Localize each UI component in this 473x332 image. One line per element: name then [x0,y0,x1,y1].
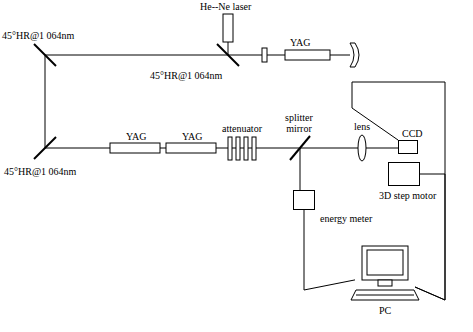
hene-tube [223,14,233,42]
splitter-label: splitter mirror [278,112,321,134]
output-coupler [262,48,267,62]
mirror [34,137,56,159]
signal-wire [352,82,445,300]
pc-monitor [362,246,408,280]
attenuator-plate [244,137,248,160]
node-text: attenuator [222,123,263,134]
node-text: He--Ne laser [200,1,253,12]
rod-label: YAG [290,37,312,48]
mirror [34,44,56,66]
node-text: PC [379,305,391,316]
split-beam [300,148,301,190]
node-text: splitter mirror [278,112,320,134]
yag-rod [166,143,216,153]
step-motor: 3D step motor [388,162,420,186]
mirror-label: 45°HR@1 064nm [4,166,76,177]
node-text: lens [354,121,372,132]
pc-computer: PC [355,245,415,303]
pc-screen [367,250,403,275]
yag-rod [110,143,160,153]
splitter-plate [290,136,310,160]
laser-label: He--Ne laser [200,1,253,12]
pc-keyboard [351,290,419,300]
lens-shape [358,135,366,161]
node-text: YAG [126,131,148,142]
mirror [217,44,239,66]
ccd-camera: CCD [398,140,418,154]
curved-mirror [350,43,359,67]
attenuator-plate [252,137,256,160]
keyboard-row [356,295,414,296]
pc-stand [378,280,392,286]
node-text: YAG [182,131,204,142]
mirror-label: 45°HR@1 064nm [2,30,74,41]
lens-label: lens [354,121,372,132]
attenuator-plate [228,137,232,160]
rod-label: YAG [126,131,148,142]
yag-rod [285,50,330,60]
energy-meter: energy meter [293,190,315,210]
node-text: 3D step motor [379,190,436,201]
attenuator-plate [236,137,240,160]
node-text: YAG [290,37,312,48]
laser-beam [45,55,398,148]
hene-beam [228,42,229,55]
node-text: CCD [402,128,423,139]
attenuator-label: attenuator [222,123,263,134]
mirror-label: 45°HR@1 064nm [150,70,222,81]
node-text: energy meter [320,213,372,224]
rod-label: YAG [182,131,204,142]
